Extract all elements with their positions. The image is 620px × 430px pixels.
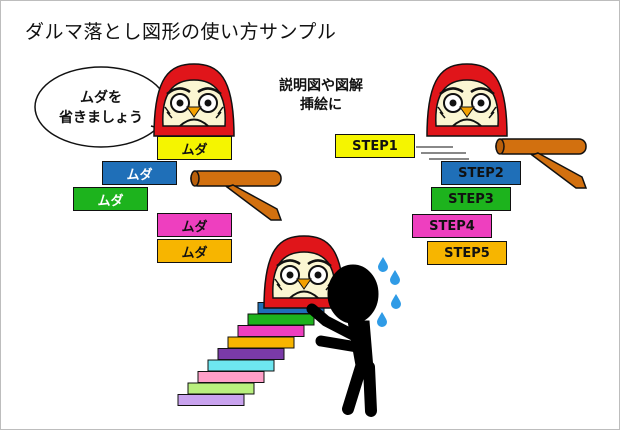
caption-line-2: 挿絵に	[300, 97, 342, 113]
caption-line-1: 説明図や図解	[279, 78, 363, 94]
bubble-line-1: ムダを	[80, 90, 122, 106]
muda-block-green: ムダ	[73, 187, 148, 211]
step2-block: STEP2	[441, 161, 521, 185]
step5-block: STEP5	[427, 241, 507, 265]
muda-block-yellow: ムダ	[157, 136, 232, 160]
caption: 説明図や図解 挿絵に	[271, 77, 371, 115]
bubble-text: ムダを 省きましょう	[51, 88, 151, 128]
pushing-person	[306, 264, 379, 417]
step4-block: STEP4	[412, 214, 492, 238]
stair-step	[237, 325, 305, 337]
stair-step	[187, 382, 255, 395]
muda-block-pink: ムダ	[157, 213, 232, 237]
stair-step	[207, 359, 275, 372]
stair-step	[227, 336, 295, 349]
step1-block: STEP1	[335, 134, 415, 158]
stair-step	[217, 348, 285, 360]
sweat-drops	[377, 257, 401, 327]
stair-step	[247, 313, 315, 326]
stair-step	[177, 394, 245, 406]
bubble-line-2: 省きましょう	[59, 110, 143, 126]
stair-step	[197, 371, 265, 383]
page-title: ダルマ落とし図形の使い方サンプル	[25, 21, 337, 43]
motion-lines	[416, 146, 469, 160]
muda-block-blue: ムダ	[102, 161, 177, 185]
step3-block: STEP3	[431, 187, 511, 211]
daruma-head-left	[152, 62, 236, 138]
daruma-head-right	[425, 62, 509, 138]
muda-block-orange: ムダ	[157, 239, 232, 263]
